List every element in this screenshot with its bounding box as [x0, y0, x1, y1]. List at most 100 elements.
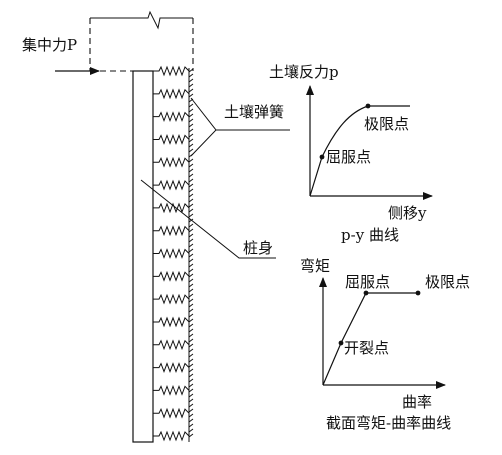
support-hatch-tick: [188, 213, 194, 218]
support-hatch-tick: [188, 323, 194, 328]
mk-curve: [322, 292, 418, 386]
py-limit-point-label: 极限点: [364, 115, 409, 133]
support-hatch-tick: [188, 383, 194, 388]
mk-limit-point-label: 极限点: [425, 273, 470, 291]
soil-spring: [153, 270, 190, 282]
support-hatch-tick: [188, 93, 194, 98]
support-hatch-tick: [188, 183, 194, 188]
support-hatch-tick: [188, 403, 194, 408]
mk-limit-point-marker: [415, 290, 421, 296]
support-hatch-tick: [188, 413, 194, 418]
mk-cracking-point-marker: [338, 340, 344, 346]
support-hatch-tick: [188, 233, 194, 238]
support-hatch-tick: [188, 88, 194, 93]
support-hatch-tick: [188, 433, 194, 438]
pile-body-pointer-line: [140, 179, 276, 259]
soil-spring: [153, 384, 190, 396]
support-hatch-tick: [188, 123, 194, 128]
support-hatch-tick: [188, 173, 194, 178]
py-yield-point-label: 屈服点: [326, 148, 371, 166]
pile-shaft: [132, 70, 154, 443]
py-caption: p-y 曲线: [341, 226, 399, 244]
support-hatch-tick: [188, 308, 194, 313]
py-limit-point-marker: [365, 103, 371, 109]
soil-spring-label: 土壤弹簧: [224, 103, 284, 121]
support-hatch-tick: [188, 378, 194, 383]
support-hatch-tick: [188, 238, 194, 243]
support-hatch-tick: [188, 138, 194, 143]
py-yield-point-marker: [319, 154, 325, 160]
support-hatch-tick: [188, 408, 194, 413]
soil-spring: [153, 339, 190, 351]
support-hatch-tick: [188, 228, 194, 233]
support-hatch-tick: [188, 363, 194, 368]
support-hatch-tick: [188, 148, 194, 153]
soil-spring: [153, 316, 190, 328]
soil-spring: [153, 362, 190, 373]
support-hatch-tick: [188, 223, 194, 228]
support-hatch-tick: [188, 298, 194, 303]
support-hatch-tick: [188, 418, 194, 423]
support-hatch-tick: [188, 268, 194, 273]
support-hatch-tick: [188, 158, 194, 163]
support-hatch-tick: [188, 393, 194, 398]
support-hatch-tick: [188, 73, 194, 78]
support-hatch-tick: [188, 423, 194, 428]
support-hatch-tick: [188, 333, 194, 338]
mk-yield-point-label: 屈服点: [345, 273, 390, 291]
soil-spring: [153, 65, 190, 77]
mk-cracking-point-label: 开裂点: [344, 339, 389, 357]
support-hatch-tick: [188, 68, 194, 73]
support-hatch-tick: [188, 188, 194, 193]
support-hatch-tick: [188, 428, 194, 433]
support-hatch-tick: [188, 348, 194, 353]
support-hatch-tick: [188, 208, 194, 213]
support-hatch-tick: [188, 178, 194, 183]
soil-spring: [153, 407, 190, 419]
soil-springs: [153, 65, 190, 442]
support-hatch-tick: [188, 288, 194, 293]
superstructure-break-line: [90, 10, 193, 30]
support-hatch-tick: [188, 248, 194, 253]
support-hatch-tick: [188, 263, 194, 268]
support-hatch-tick: [188, 398, 194, 403]
concentrated-force-label: 集中力P: [22, 36, 77, 54]
soil-spring-pointer-lines: [190, 97, 217, 157]
support-hatch-tick: [188, 78, 194, 83]
soil-spring: [153, 248, 190, 259]
support-hatch-tick: [188, 163, 194, 168]
support-hatch-tick: [188, 108, 194, 113]
support-hatch-tick: [188, 373, 194, 378]
support-hatch-tick: [188, 358, 194, 363]
soil-spring: [153, 293, 190, 305]
mk-y-axis-title: 弯矩: [300, 257, 330, 275]
support-hatch-tick: [188, 313, 194, 318]
mk-x-axis-title: 曲率: [402, 393, 432, 411]
support-hatch-tick: [188, 273, 194, 278]
support-hatch-tick: [188, 343, 194, 348]
support-hatch-tick: [188, 103, 194, 108]
support-hatch-tick: [188, 283, 194, 288]
mk-yield-point-marker: [363, 290, 369, 296]
support-hatch-tick: [188, 253, 194, 258]
support-hatch-tick: [188, 143, 194, 148]
support-hatch-tick: [188, 243, 194, 248]
support-hatch-tick: [188, 133, 194, 138]
soil-spring: [153, 88, 190, 100]
support-hatch-tick: [188, 368, 194, 373]
mk-caption: 截面弯矩-曲率曲线: [326, 414, 451, 432]
support-hatch-tick: [188, 293, 194, 298]
support-hatch-tick: [188, 338, 194, 343]
soil-spring: [153, 225, 190, 237]
support-hatch-tick: [188, 353, 194, 358]
moment-curvature-chart: 弯矩 屈服点 极限点 开裂点 曲率 截面弯矩-曲率曲线: [300, 257, 470, 432]
soil-spring: [153, 134, 190, 145]
support-hatch-tick: [188, 218, 194, 223]
py-y-axis-title: 土壤反力p: [269, 63, 339, 81]
support-hatch-tick: [188, 328, 194, 333]
support-hatch-tick: [188, 318, 194, 323]
soil-spring: [153, 179, 190, 191]
support-hatch-tick: [188, 83, 194, 88]
support-hatch-tick: [188, 303, 194, 308]
soil-spring: [153, 156, 190, 168]
